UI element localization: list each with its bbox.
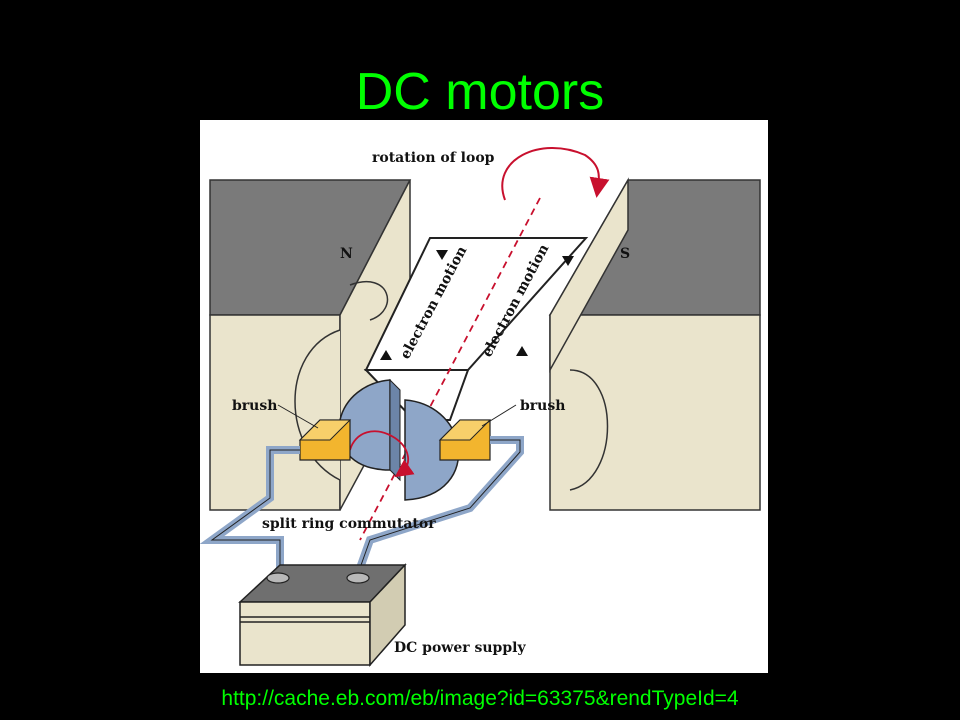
south-magnet <box>548 177 761 511</box>
label-north: N <box>340 246 353 262</box>
label-commutator: split ring commutator <box>262 516 436 532</box>
south-magnet-front <box>549 314 761 511</box>
rotation-arrow <box>501 146 610 201</box>
slide-title: DC motors <box>355 63 605 121</box>
electron-arrow-left-up <box>436 250 448 260</box>
label-power-supply: DC power supply <box>394 640 526 656</box>
brush-left-leader <box>277 404 319 429</box>
electron-arrow-right-up <box>562 256 574 266</box>
brush-left <box>298 419 352 461</box>
battery-terminal-left <box>266 572 290 584</box>
dc-motor-illustration: rotation of loop N S electron motion ele… <box>199 146 761 667</box>
commutator-edge-left <box>389 378 401 482</box>
dc-power-supply <box>238 563 407 667</box>
circuit-wires <box>199 436 524 570</box>
label-south: S <box>620 246 630 262</box>
source-url: http://cache.eb.com/eb/image?id=63375&re… <box>221 687 739 710</box>
electron-arrow-right-down <box>516 346 528 356</box>
label-brush-right: brush <box>520 398 565 414</box>
commutator-rotation-arrow <box>349 430 415 478</box>
south-pole-piece <box>549 177 629 373</box>
dc-motor-diagram: rotation of loop N S electron motion ele… <box>199 120 768 673</box>
battery-front <box>239 601 371 666</box>
battery-terminal-right <box>346 572 370 584</box>
brush-right <box>438 419 492 461</box>
label-rotation: rotation of loop <box>372 150 495 166</box>
rotation-axis <box>359 197 541 541</box>
split-ring-commutator <box>338 378 460 501</box>
electron-arrow-left-down <box>380 350 392 360</box>
label-brush-left: brush <box>232 398 277 414</box>
brush-right-leader <box>481 404 517 427</box>
south-pole-curve <box>569 369 609 491</box>
battery-side <box>369 563 406 667</box>
